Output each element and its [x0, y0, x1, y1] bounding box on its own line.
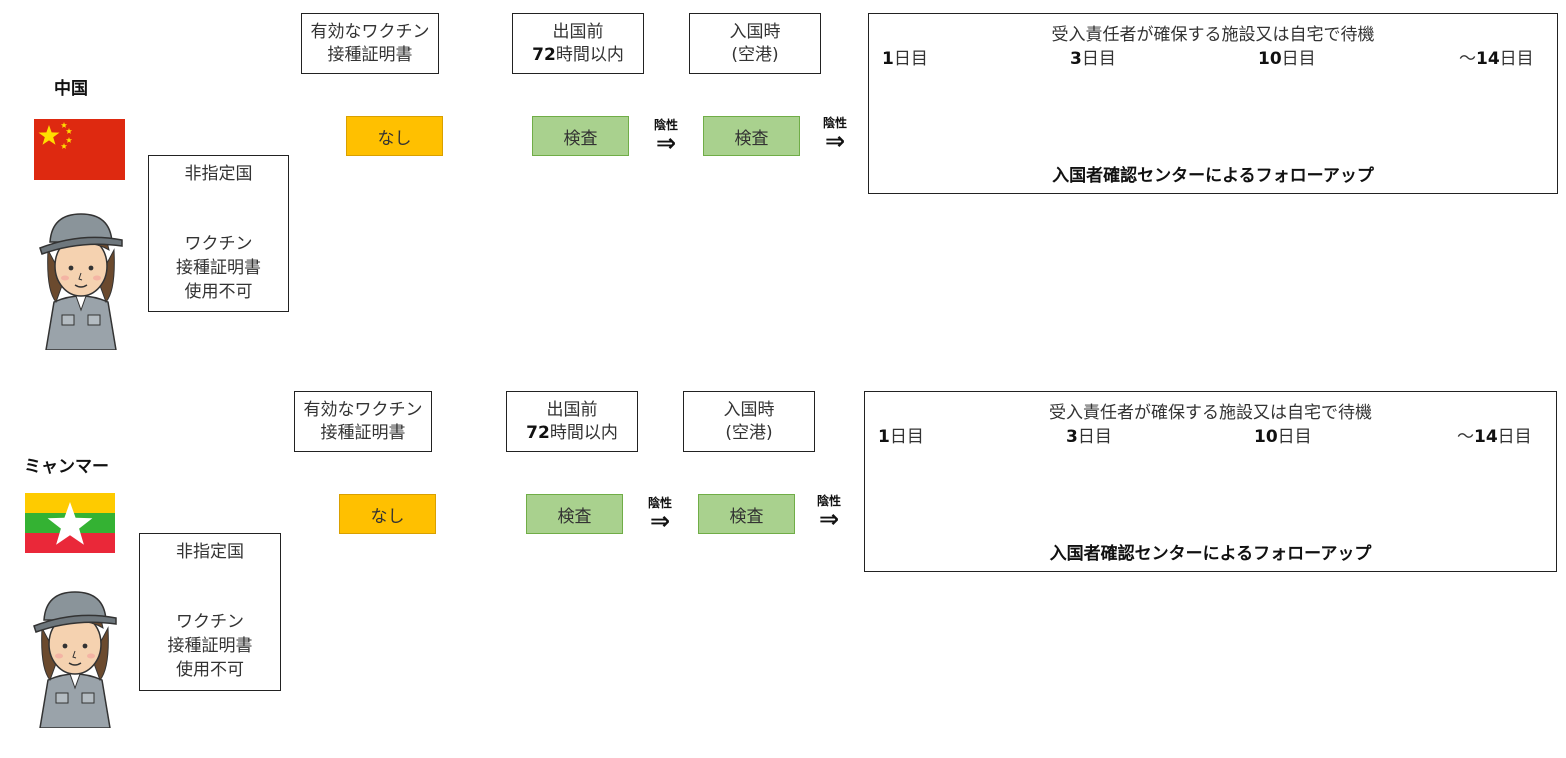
worker-person-icon	[33, 591, 117, 728]
pre-departure-test-tag: 検査	[526, 494, 623, 534]
day-10-label: 10日目	[1254, 427, 1312, 447]
worker-person-icon	[39, 213, 123, 350]
pre-departure-header: 出国前 72時間以内	[512, 13, 644, 74]
country-name: 中国	[54, 79, 88, 99]
quarantine-title: 受入責任者が確保する施設又は自宅で待機	[1051, 25, 1375, 45]
myanmar-flag-icon	[25, 493, 115, 553]
pre-departure-header: 出国前 72時間以内	[506, 391, 638, 452]
arrival-header: 入国時 (空港)	[683, 391, 815, 452]
vaccine-cert-note: ワクチン 接種証明書 使用不可	[176, 234, 261, 302]
pre-departure-test-tag: 検査	[532, 116, 629, 156]
negative-arrow: 陰性 ⇒	[640, 497, 680, 535]
non-designated-country-box: 非指定国 ワクチン 接種証明書 使用不可	[139, 533, 281, 691]
non-designated-title: 非指定国	[184, 164, 253, 184]
quarantine-title: 受入責任者が確保する施設又は自宅で待機	[1049, 403, 1372, 423]
country-name: ミャンマー	[24, 457, 109, 477]
vaccine-cert-header: 有効なワクチン 接種証明書	[294, 391, 432, 452]
followup-label: 入国者確認センターによるフォローアップ	[1052, 166, 1374, 186]
non-designated-title: 非指定国	[176, 542, 244, 562]
day-14-label: ～14日目	[1457, 427, 1532, 447]
vaccine-cert-header: 有効なワクチン 接種証明書	[301, 13, 439, 74]
arrival-test-tag: 検査	[698, 494, 795, 534]
day-1-label: 1日目	[882, 49, 928, 69]
china-flag-icon	[34, 119, 125, 180]
panel-myanmar: ミャンマー 非指定国 ワクチン 接種証明書 使用不可 有効なワクチン	[0, 378, 1566, 758]
day-3-label: 3日目	[1066, 427, 1112, 447]
vaccine-status-tag: なし	[339, 494, 436, 534]
arrival-header: 入国時 (空港)	[689, 13, 821, 74]
followup-label: 入国者確認センターによるフォローアップ	[1049, 544, 1372, 564]
right-double-arrow-icon: ⇒	[818, 505, 840, 533]
arrival-test-tag: 検査	[703, 116, 800, 156]
panel-china: 中国 非指定国 ワクチン 接種証明書 使用不可 有効なワク	[34, 13, 1558, 350]
negative-arrow: 陰性 ⇒	[809, 495, 849, 533]
right-double-arrow-icon: ⇒	[649, 507, 671, 535]
non-designated-country-box: 非指定国 ワクチン 接種証明書 使用不可	[148, 155, 289, 312]
day-14-label: ～14日目	[1459, 49, 1534, 69]
day-3-label: 3日目	[1070, 49, 1116, 69]
quarantine-box: 受入責任者が確保する施設又は自宅で待機 1日目 3日目 10日目 ～14日目 入…	[864, 391, 1557, 572]
vaccine-cert-note: ワクチン 接種証明書 使用不可	[167, 612, 253, 680]
day-10-label: 10日目	[1258, 49, 1316, 69]
negative-arrow: 陰性 ⇒	[646, 119, 686, 157]
negative-arrow: 陰性 ⇒	[815, 117, 855, 155]
quarantine-box: 受入責任者が確保する施設又は自宅で待機 1日目 3日目 10日目 ～14日目 入…	[868, 13, 1558, 194]
right-double-arrow-icon: ⇒	[655, 129, 677, 157]
right-double-arrow-icon: ⇒	[824, 127, 846, 155]
day-1-label: 1日目	[878, 427, 924, 447]
vaccine-status-tag: なし	[346, 116, 443, 156]
